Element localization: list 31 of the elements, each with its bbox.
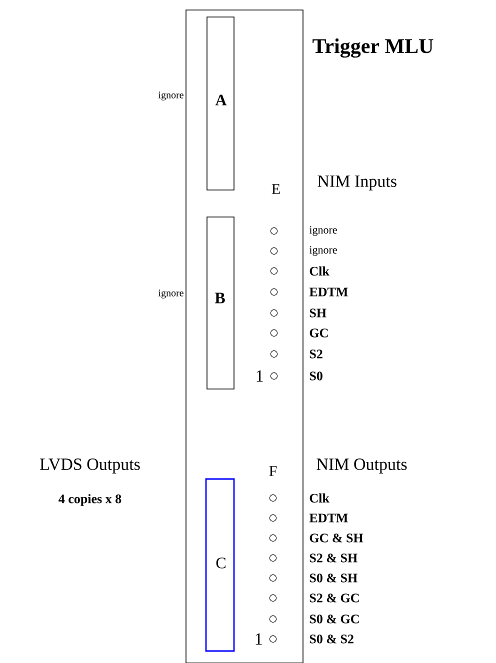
- signal-name: S2 & GC: [310, 594, 359, 602]
- signal-name: ignore: [309, 246, 337, 256]
- signal-name: S0 & S2: [310, 634, 354, 644]
- heading: NIM Inputs: [318, 176, 396, 190]
- pin-number: 1: [256, 370, 263, 382]
- signal-name: EDTM: [309, 514, 348, 522]
- connector-box: B: [206, 216, 234, 390]
- signal-name: Clk: [310, 493, 330, 503]
- pin-number: 1: [256, 633, 262, 645]
- note: 4 copies x 8: [58, 494, 122, 506]
- port-letter: F: [269, 466, 277, 476]
- signal-name: ignore: [309, 226, 337, 236]
- heading: NIM Outputs: [316, 458, 407, 474]
- signal-name: S0: [310, 372, 322, 380]
- signal-name: SH: [310, 308, 326, 318]
- signal-name: S0 & GC: [310, 614, 359, 624]
- signal-name: Clk: [310, 266, 330, 276]
- title: Trigger MLU: [312, 38, 434, 58]
- signal-name: GC: [310, 328, 328, 338]
- signal-name: EDTM: [309, 288, 348, 296]
- port-letter: E: [272, 184, 280, 194]
- side-label: ignore: [158, 290, 184, 298]
- signal-name: S2 & SH: [310, 554, 358, 562]
- connector-box: A: [206, 16, 234, 190]
- connector-box: C: [205, 478, 235, 652]
- signal-name: S0 & SH: [310, 574, 358, 582]
- signal-name: GC & SH: [310, 534, 364, 542]
- side-label: ignore: [158, 92, 184, 100]
- panel-outline: [186, 10, 304, 663]
- signal-name: S2: [310, 350, 322, 358]
- heading: LVDS Outputs: [40, 458, 140, 474]
